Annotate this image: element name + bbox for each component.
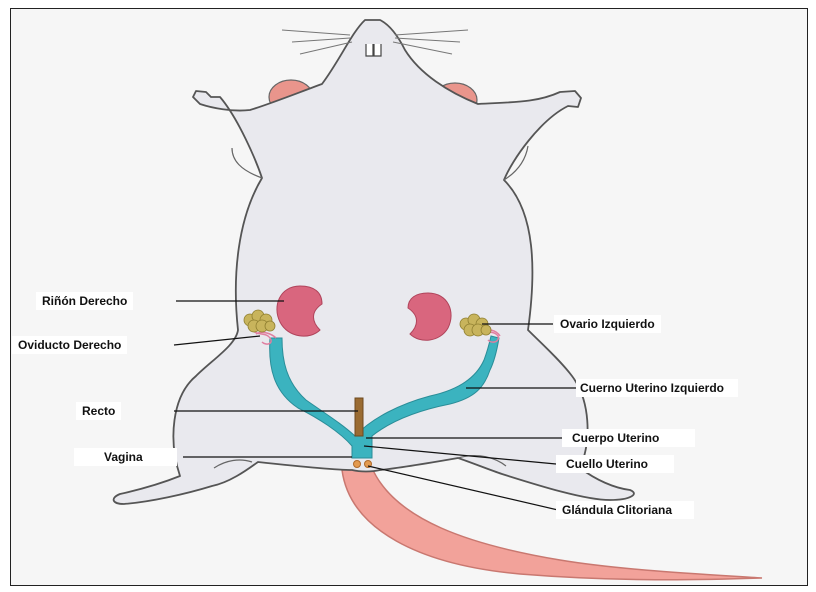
label-vagina: Vagina xyxy=(74,448,177,466)
label-ovario-izquierdo: Ovario Izquierdo xyxy=(554,315,661,333)
label-recto: Recto xyxy=(76,402,121,420)
label-glandula-clitoriana: Glándula Clitoriana xyxy=(556,501,694,519)
label-cuerno-uterino-izquierdo: Cuerno Uterino Izquierdo xyxy=(576,379,738,397)
label-cuerpo-uterino: Cuerpo Uterino xyxy=(562,429,695,447)
rectum xyxy=(355,398,363,436)
label-cuello-uterino: Cuello Uterino xyxy=(556,455,674,473)
incisors xyxy=(366,44,381,56)
label-oviducto-derecho: Oviducto Derecho xyxy=(12,336,127,354)
clitoral-gland-left xyxy=(354,461,361,468)
label-rinon-derecho: Riñón Derecho xyxy=(36,292,133,310)
